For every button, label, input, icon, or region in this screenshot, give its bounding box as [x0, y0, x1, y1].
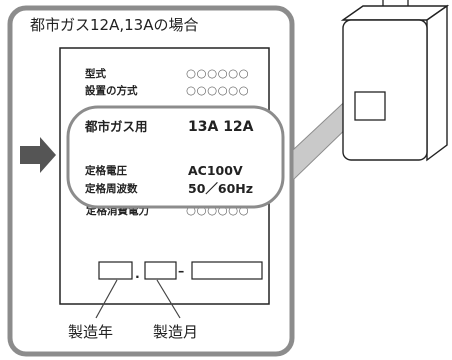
pointer-arrow-icon — [20, 137, 56, 173]
unit-side-face — [426, 4, 448, 162]
month-box — [144, 261, 177, 280]
voltage-label: 定格電圧 — [84, 164, 127, 177]
appliance-unit — [340, 0, 450, 162]
frequency-value: 50／60Hz — [188, 181, 253, 196]
model-value: ○○○○○○ — [186, 66, 249, 80]
install-value: ○○○○○○ — [186, 83, 249, 97]
caption-year: 製造年 — [68, 323, 113, 341]
month-leader-line — [156, 279, 181, 319]
frequency-label: 定格周波数 — [84, 182, 138, 195]
year-box — [98, 261, 133, 280]
year-leader-line — [95, 279, 118, 319]
frame-title: 都市ガス12A,13Aの場合 — [30, 16, 198, 34]
serial-box — [191, 261, 263, 280]
caption-month: 製造月 — [153, 323, 198, 341]
unit-label-area — [354, 91, 386, 121]
gas-value: 13A 12A — [188, 119, 254, 135]
highlight-outline — [66, 105, 285, 209]
unit-front-face — [342, 19, 428, 161]
serial-dot: . — [135, 266, 140, 281]
serial-dash: – — [178, 263, 184, 278]
gas-label: 都市ガス用 — [84, 119, 148, 134]
install-label: 設置の方式 — [85, 84, 138, 97]
model-label: 型式 — [85, 67, 106, 80]
voltage-value: AC100V — [188, 163, 243, 178]
